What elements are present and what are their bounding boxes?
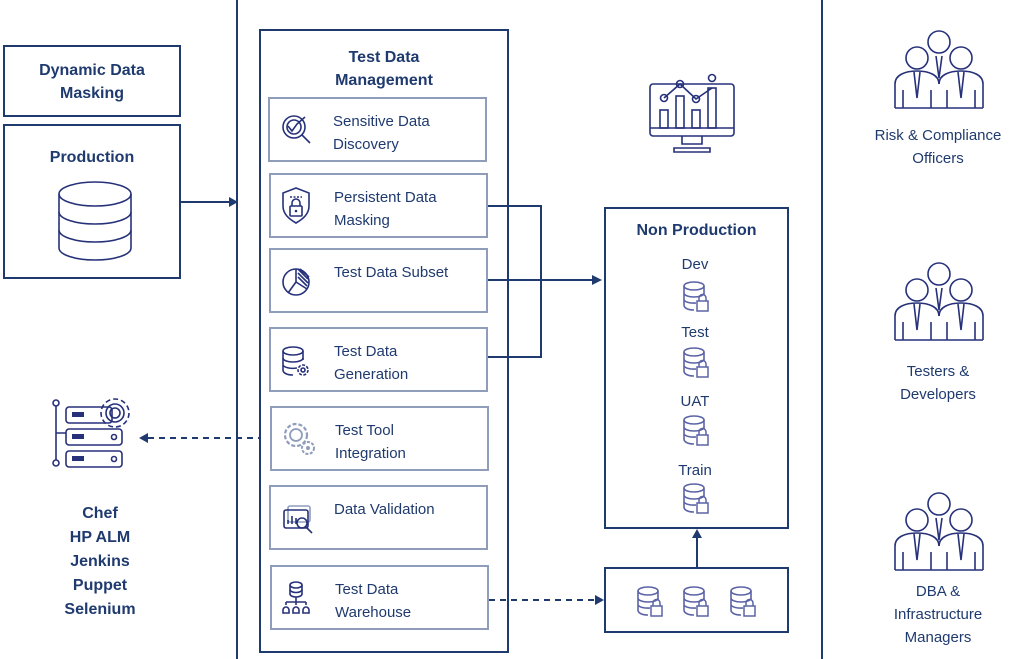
dynamic-masking-line1: Dynamic Data <box>39 62 145 79</box>
module-data-validation[interactable]: Data Validation <box>269 485 488 550</box>
tool-item: HP ALM <box>69 529 131 546</box>
module-test-data-generation[interactable]: Test Data Generation <box>269 327 488 392</box>
tool-item: Selenium <box>64 601 136 618</box>
shield-lock-icon <box>282 187 310 224</box>
module-label-line2: Integration <box>335 445 406 462</box>
dynamic-data-masking-box: Dynamic Data Masking <box>3 45 181 117</box>
module-label-line2: Generation <box>334 366 409 383</box>
production-to-tdm-arrow <box>181 197 238 207</box>
tool-item: Jenkins <box>70 553 130 570</box>
persona-label: Testers & Developers <box>853 360 1023 406</box>
non-production-title: Non Production <box>636 222 757 239</box>
environment-label-test: Test <box>681 324 709 341</box>
modules-to-nonprod-connector <box>488 205 602 358</box>
module-label-line1: Test Tool <box>335 422 394 439</box>
module-test-tool-integration[interactable]: Test Tool Integration <box>270 406 489 471</box>
tdm-title-line1: Test Data <box>348 49 420 66</box>
database-network-icon <box>282 581 310 614</box>
module-label-line1: Test Data <box>334 343 398 360</box>
environment-label-uat: UAT <box>680 393 710 410</box>
pie-chart-icon <box>282 268 310 296</box>
module-label-line1: Data Validation <box>334 501 435 518</box>
secure-database-icon <box>637 586 663 617</box>
module-label-line1: Sensitive Data <box>333 113 430 130</box>
tool-integration-dashed-arrow <box>139 433 272 443</box>
environment-label-dev: Dev <box>681 256 709 273</box>
secure-database-icon <box>730 586 756 617</box>
gears-icon <box>283 422 315 455</box>
database-gear-icon <box>282 346 309 376</box>
integration-tools-list: Chef HP ALM Jenkins Puppet Selenium <box>20 502 180 622</box>
frame-left-border <box>236 0 238 659</box>
module-test-data-warehouse[interactable]: Test Data Warehouse <box>270 565 489 630</box>
warehouse-databases-box <box>604 567 789 633</box>
module-label-line1: Persistent Data <box>334 189 437 206</box>
secure-database-icon <box>683 415 709 446</box>
module-test-data-subset[interactable]: Test Data Subset <box>269 248 488 313</box>
tdm-title-line2: Management <box>335 72 433 89</box>
warehouse-dashed-arrow <box>489 595 604 605</box>
secure-database-icon <box>683 281 709 312</box>
warehouse-to-nonprod-arrow <box>692 529 702 567</box>
tool-item: Chef <box>82 505 118 522</box>
magnifier-chart-icon <box>282 115 311 144</box>
persona-line1: Testers & <box>906 363 970 380</box>
people-group-icon <box>894 262 984 341</box>
persona-line1: Risk & Compliance <box>874 127 1002 144</box>
tool-item: Puppet <box>72 577 128 594</box>
people-group-icon <box>894 30 984 109</box>
server-gear-icon <box>52 398 130 468</box>
monitor-analytics-icon <box>649 73 735 153</box>
module-label-line2: Warehouse <box>335 604 412 621</box>
module-label-line1: Test Data Subset <box>334 264 449 281</box>
module-label-line2: Discovery <box>333 136 399 153</box>
persona-label: DBA & Infrastructure Managers <box>853 580 1023 649</box>
persona-line2: Developers <box>900 386 976 403</box>
persona-line2: Infrastructure <box>893 606 983 623</box>
database-icon <box>58 181 132 261</box>
frame-right-border <box>821 0 823 659</box>
persona-line3: Managers <box>904 629 972 646</box>
secure-database-icon <box>683 586 709 617</box>
module-persistent-data-masking[interactable]: Persistent Data Masking <box>269 173 488 238</box>
people-group-icon <box>894 492 984 571</box>
persona-line2: Officers <box>912 150 964 167</box>
dynamic-masking-line2: Masking <box>59 85 124 102</box>
secure-database-icon <box>683 483 709 514</box>
module-label-line2: Masking <box>334 212 390 229</box>
production-box: Production <box>3 124 181 279</box>
monitor-magnifier-icon <box>283 505 313 534</box>
secure-database-icon <box>683 347 709 378</box>
module-sensitive-data-discovery[interactable]: Sensitive Data Discovery <box>268 97 487 162</box>
environment-label-train: Train <box>678 462 712 479</box>
production-title: Production <box>49 149 135 166</box>
module-label-line1: Test Data <box>335 581 399 598</box>
persona-line1: DBA & <box>915 583 961 600</box>
persona-label: Risk & Compliance Officers <box>853 124 1023 170</box>
